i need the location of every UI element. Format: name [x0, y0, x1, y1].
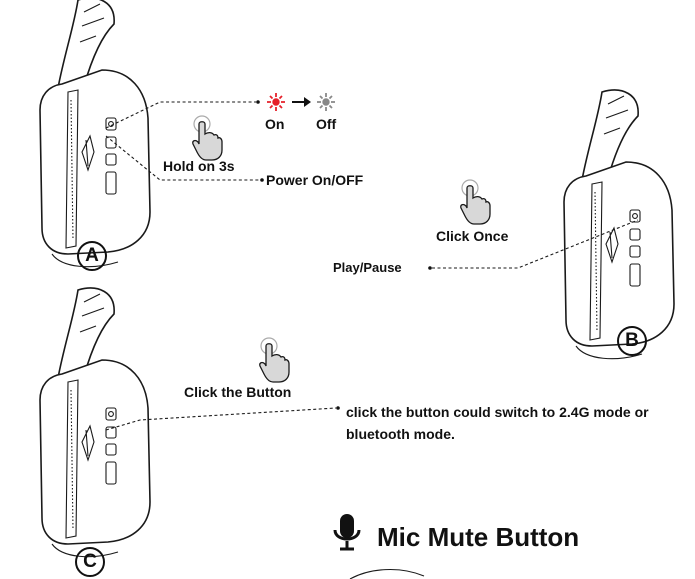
panel-letter-a: A	[77, 241, 107, 271]
hand-tap-icon	[192, 115, 223, 161]
click-once-label: Click Once	[436, 228, 509, 244]
headphone-b	[563, 89, 675, 360]
arrow-right-icon	[292, 97, 311, 107]
mode-switch-description: click the button could switch to 2.4G mo…	[346, 404, 649, 442]
play-pause-connector	[432, 219, 639, 269]
panel-letter-c: C	[75, 547, 105, 577]
power-led-connector	[105, 101, 256, 129]
play-pause-label: Play/Pause	[333, 260, 402, 275]
led-on-label: On	[265, 116, 285, 132]
led-off-label: Off	[316, 116, 337, 132]
microphone-icon	[333, 514, 361, 551]
hold-label: Hold on 3s	[163, 158, 235, 174]
panel-letter-b: B	[617, 326, 647, 356]
partial-graphic	[349, 568, 425, 579]
hand-tap-icon	[259, 337, 290, 383]
mode-switch-connector	[105, 407, 337, 431]
power-label: Power On/OFF	[266, 172, 364, 188]
power-button-connector	[105, 135, 260, 181]
headphone-a	[39, 0, 151, 268]
led-on-icon	[266, 92, 286, 112]
click-button-label: Click the Button	[184, 384, 292, 400]
hand-tap-icon	[460, 179, 491, 225]
led-off-icon	[316, 92, 336, 112]
mic-mute-title: Mic Mute Button	[377, 522, 580, 552]
